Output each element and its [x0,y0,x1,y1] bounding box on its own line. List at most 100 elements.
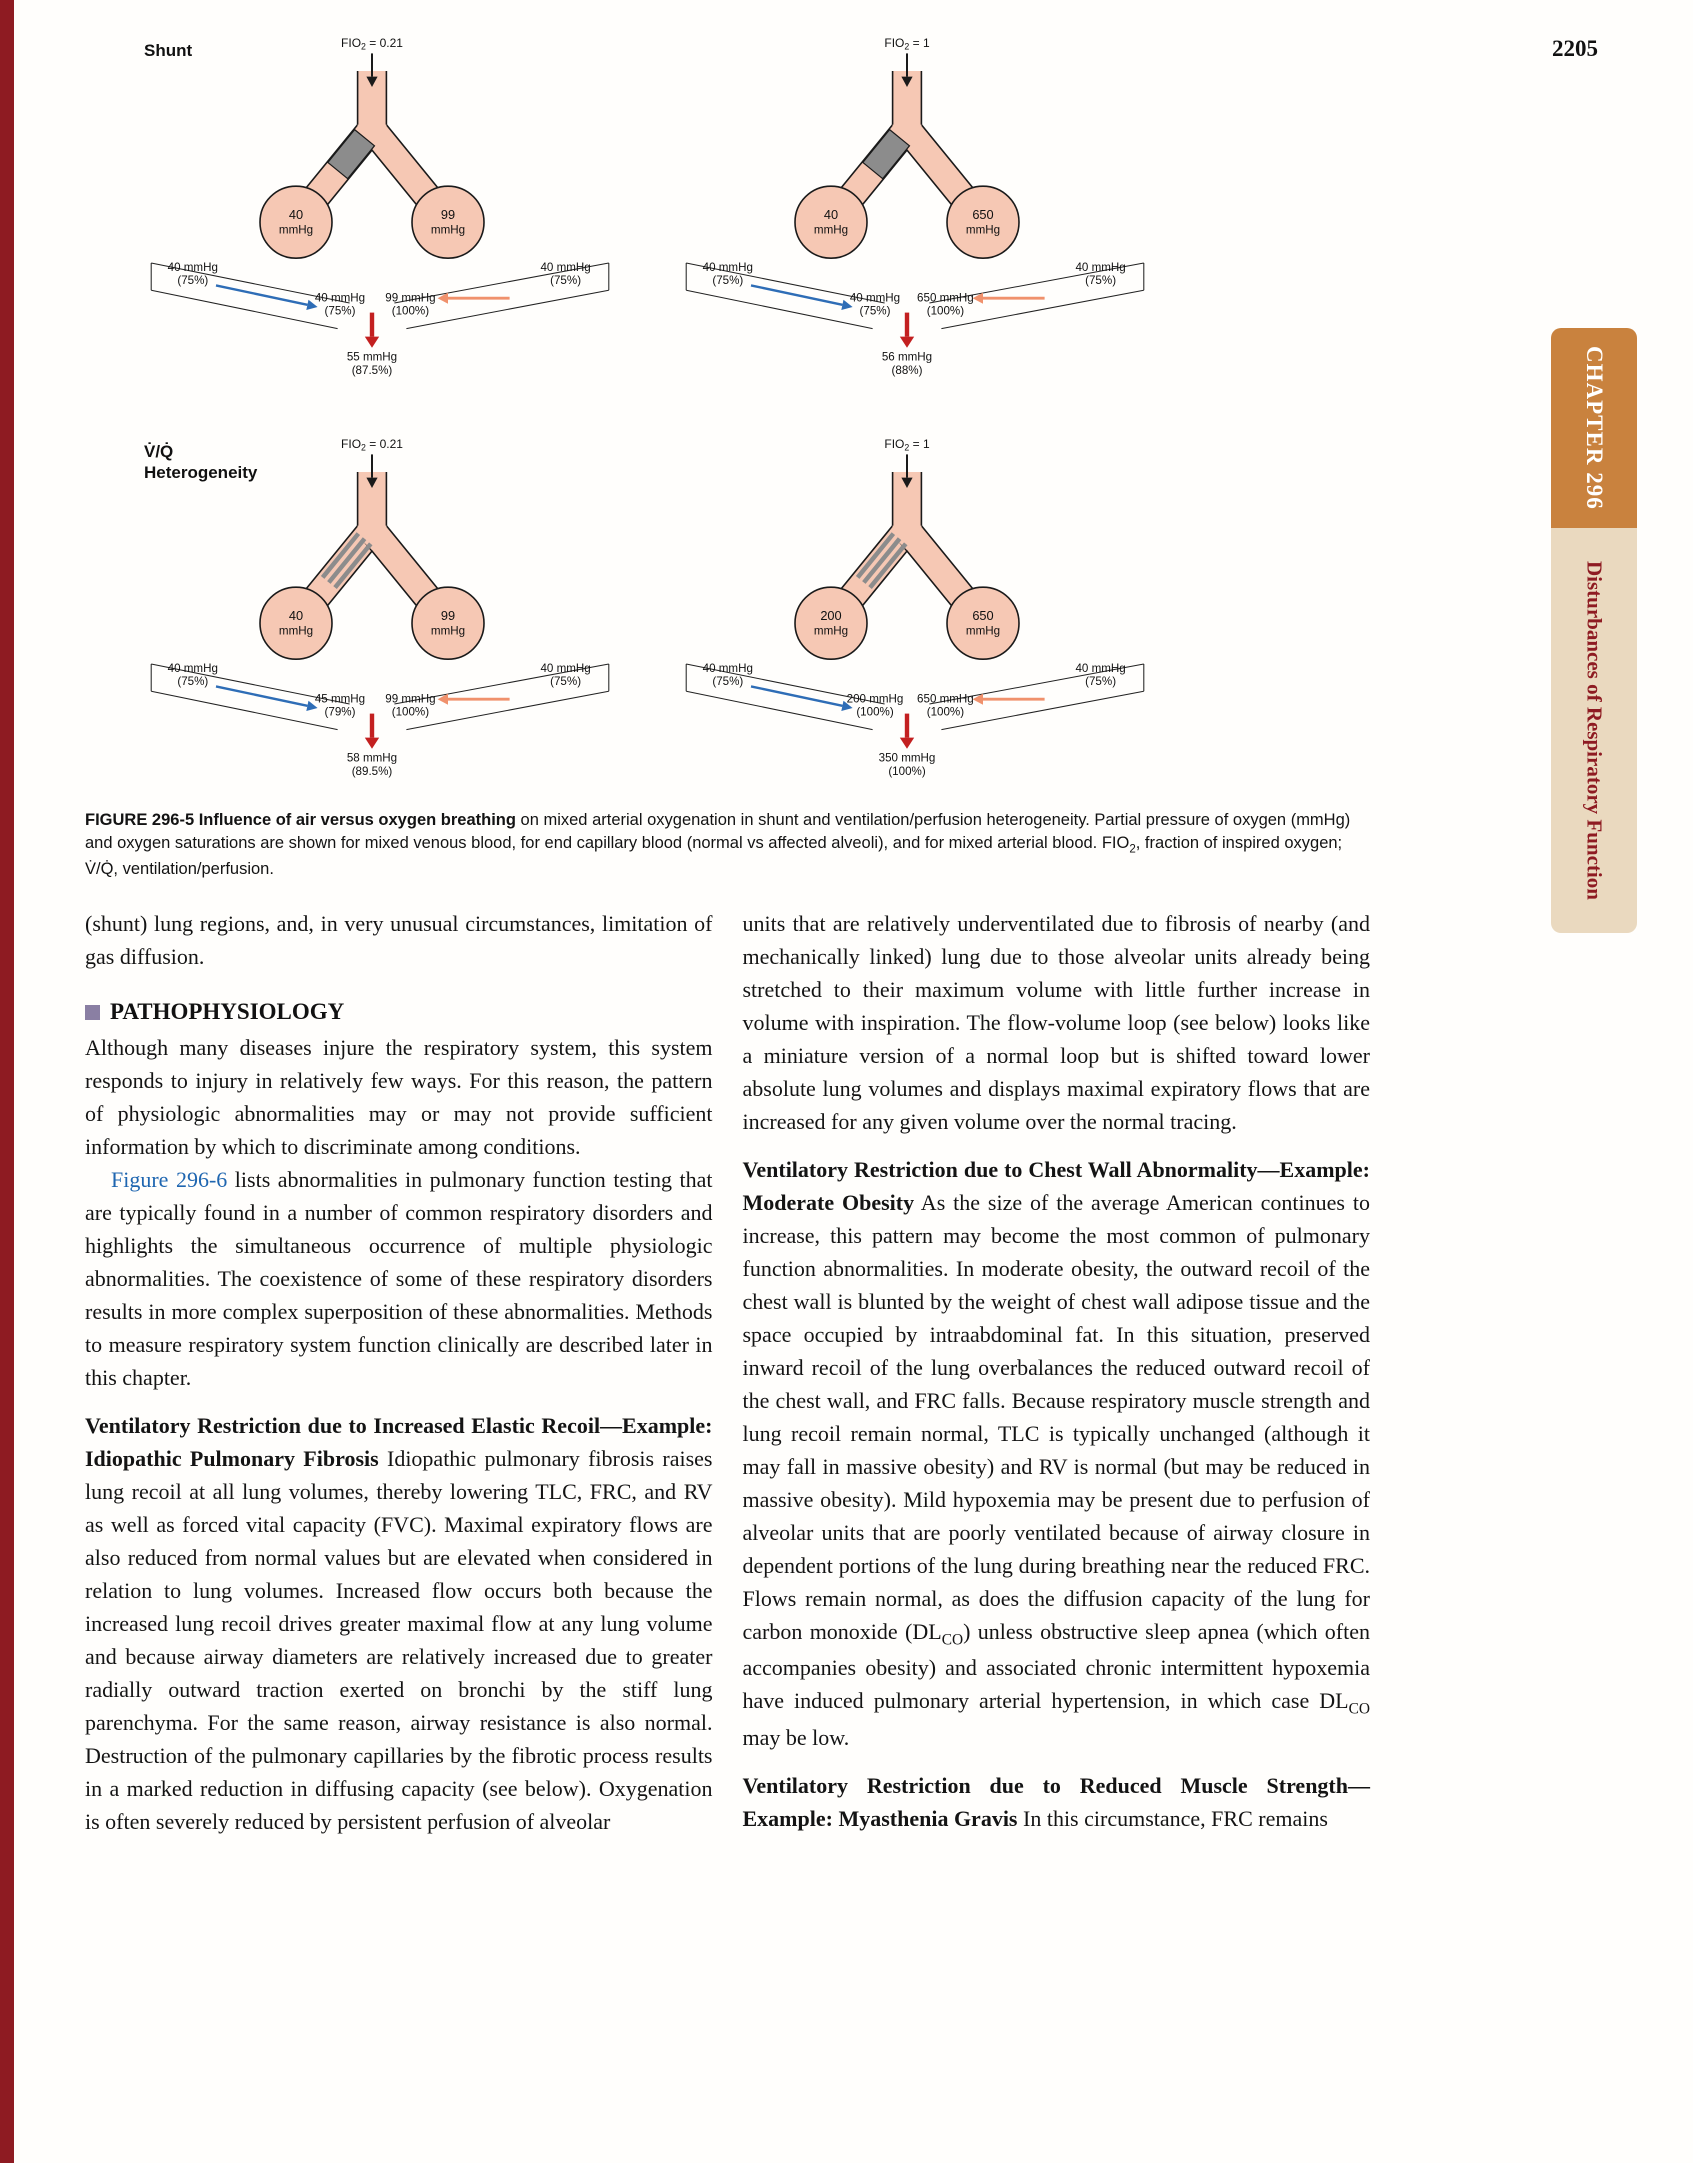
end-capillary-normal-label-line1: 99 mmHg [385,291,435,304]
blood-channel-line-0 [686,262,885,304]
blood-channel-line-3 [394,262,609,304]
end-capillary-affected-label-line2: (79%) [325,706,356,719]
mixed-arterial-label-line1: 55 mmHg [347,351,397,364]
col-right-p1-run-4: CO [1348,1700,1370,1718]
chapter-tab-title: Disturbances of Respiratory Function [1551,528,1637,933]
mixed-arterial-arrow-head [364,336,380,348]
mixed-arterial-arrow-head [364,737,380,749]
heading-square-icon [85,1004,100,1020]
end-capillary-arrow-right-head [972,292,983,304]
narrowing-stripe-2 [855,532,896,579]
blood-channel-line-1 [151,690,338,731]
right-alveolus [946,185,1020,259]
mixed-arterial-label-line2: (87.5%) [352,364,393,377]
end-capillary-arrow-right-head [437,292,448,304]
mixed-venous-arrow-left-shaft [215,284,308,307]
page-number: 2205 [1552,36,1598,61]
end-capillary-affected-label-line1: 45 mmHg [315,692,365,705]
mixed-arterial-arrow [899,312,915,348]
inspired-gas-arrow-head [901,76,913,87]
end-capillary-normal-label-line2: (100%) [927,706,965,719]
end-capillary-normal-label-line1: 99 mmHg [385,692,435,705]
mixed-arterial-label-line1: 350 mmHg [879,752,936,765]
page-edge-band [0,0,14,2163]
fio2-label: FIO2 = 0.21 [341,36,403,51]
inspired-gas-arrow [901,53,913,87]
left-alveolus [259,586,333,660]
blood-channel-line-1 [686,289,873,330]
right-alveolus-unit: mmHg [966,223,1000,236]
shunt-block [861,128,911,180]
article-column-left: (shunt) lung regions, and, in very unusu… [85,907,713,1839]
paragraph: Ventilatory Restriction due to Increased… [85,1409,713,1838]
left-alveolus-unit: mmHg [814,624,848,637]
paragraph: Ventilatory Restriction due to Chest Wal… [743,1153,1371,1754]
right-alveolus-value: 99 [441,207,455,222]
caption-run-3: , fraction of inspired oxygen; V̇/Q̇, ve… [85,833,1343,878]
mixed-venous-left-label-line2: (75%) [177,274,208,287]
left-alveolus [794,586,868,660]
col-left-p2-run-0: Although many diseases injure the respir… [85,1035,713,1160]
mixed-venous-arrow-left-head [841,700,853,711]
left-alveolus-unit: mmHg [814,223,848,236]
left-alveolus [794,185,868,259]
right-alveolus [411,586,485,660]
right-alveolus-unit: mmHg [966,624,1000,637]
narrowing-stripe-2 [320,532,361,579]
right-alveolus-unit: mmHg [431,624,465,637]
paragraph: units that are relatively underventilate… [743,907,1371,1138]
end-capillary-arrow-right [437,693,510,705]
col-right-p2-run-0: Ventilatory Restriction due to Reduced M… [742,1772,1371,1831]
end-capillary-normal-label-line2: (100%) [392,706,430,719]
inspired-gas-arrow-head [366,477,378,488]
inspired-gas-arrow [366,454,378,488]
col-left-p3-run-0-figure-link[interactable]: Figure 296-6 [111,1167,228,1193]
figure-caption: FIGURE 296-5 Influence of air versus oxy… [85,809,1370,881]
paragraph: Figure 296-6 lists abnormalities in pulm… [85,1163,713,1394]
mixed-arterial-label-line2: (89.5%) [352,765,393,778]
mixed-venous-right-label-line2: (75%) [550,675,581,688]
inspired-gas-arrow-head [901,477,913,488]
mixed-venous-arrow-left-head [306,299,318,310]
mixed-venous-left-label-line2: (75%) [177,675,208,688]
col-right-p1-run-1: As the size of the average American cont… [742,1189,1371,1644]
mixed-venous-right-label-line1: 40 mmHg [1075,261,1125,274]
left-alveolus-value: 40 [824,207,838,222]
mixed-venous-right-label-line1: 40 mmHg [1075,662,1125,675]
chapter-tab-number: CHAPTER 296 [1551,328,1637,528]
end-capillary-arrow-right [972,292,1045,304]
col-right-p1-run-3: ) unless obstructive sleep apnea (which … [742,1618,1371,1714]
left-alveolus-unit: mmHg [279,624,313,637]
narrowing-stripe-0 [333,542,373,589]
right-alveolus-value: 650 [972,207,993,222]
article-columns: (shunt) lung regions, and, in very unusu… [85,907,1370,1839]
right-alveolus-value: 99 [441,608,455,623]
end-capillary-normal-label-line1: 650 mmHg [917,692,974,705]
mixed-venous-arrow-left [215,284,318,310]
blood-channel-line-4 [406,690,609,731]
col-right-p1-run-2: CO [941,1631,964,1649]
col-left-p0-run-0: (shunt) lung regions, and, in very unusu… [85,910,713,969]
inspired-gas-arrow-head [366,76,378,87]
blood-channel-line-3 [929,663,1144,705]
junction-fill [893,520,921,550]
col-right-p0-run-0: units that are relatively underventilate… [742,910,1371,1134]
mixed-arterial-label-line2: (88%) [892,364,923,377]
right-alveolus-unit: mmHg [431,223,465,236]
narrowing-stripe-1 [327,537,367,584]
mixed-venous-arrow-left [750,284,853,310]
paragraph: Although many diseases injure the respir… [85,1031,713,1163]
right-alveolus-value: 650 [972,608,993,623]
blood-channel-line-0 [686,663,885,705]
col-left-p4-run-0: Ventilatory Restriction due to Increased… [85,1413,713,1472]
blood-channel-line-1 [151,289,338,330]
mixed-venous-right-label-line1: 40 mmHg [540,662,590,675]
mixed-venous-left-label-line1: 40 mmHg [703,261,753,274]
mixed-venous-left-label-line1: 40 mmHg [168,662,218,675]
narrowing-stripe-1 [862,537,902,584]
end-capillary-affected-label-line2: (75%) [860,305,891,318]
inspired-gas-arrow [366,53,378,87]
